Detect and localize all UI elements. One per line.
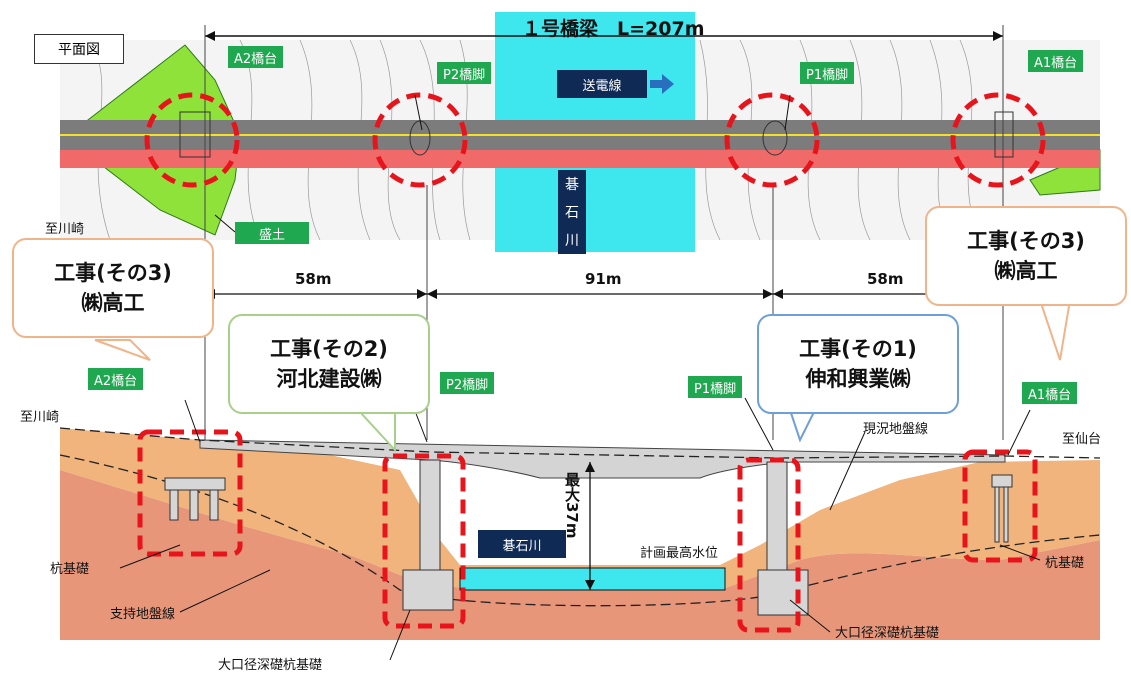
height-arrow-top — [585, 462, 595, 472]
callout-left-line1: 工事(その3) — [54, 261, 172, 285]
plan-p2-label: P2橋脚 — [437, 62, 492, 84]
section-p2-label: P2橋脚 — [440, 372, 495, 394]
plan-p1-label: P1橋脚 — [800, 62, 855, 84]
plan-view-label: 平面図 — [34, 34, 124, 64]
leader-lines — [119, 94, 1041, 661]
plan-a1-label: A1橋台 — [1028, 50, 1084, 72]
height-arrow-bot — [585, 580, 595, 590]
plan-to-kawasaki: 至川崎 — [45, 222, 85, 237]
callout-left-line2: ㈱高工 — [81, 291, 145, 315]
caisson-right-label: 大口径深礎杭基礎 — [835, 626, 940, 641]
callout-mid-line2: 河北建設㈱ — [276, 367, 382, 391]
hwl-label: 計画最高水位 — [640, 546, 719, 561]
road-shoulder-red — [60, 150, 1100, 168]
embankment-label: 盛土 — [235, 222, 309, 244]
callout-right-mid-line2: 伸和興業㈱ — [805, 367, 911, 391]
callout-right-line1: 工事(その3) — [967, 229, 1085, 253]
callout-right-mid: 工事(その1) 伸和興業㈱ — [757, 314, 959, 414]
callout-left: 工事(その3) ㈱高工 — [12, 238, 214, 338]
callout-pointer-right — [1038, 299, 1072, 361]
soil-lower — [60, 470, 1100, 640]
callout-pointer-left — [94, 339, 151, 361]
pile-right-label: 杭基礎 — [1045, 556, 1085, 571]
span-left: 58m — [295, 270, 332, 288]
pile-left-label: 杭基礎 — [50, 562, 90, 577]
river-char-2: 石 — [565, 205, 579, 221]
max-height-label: 最大37m — [563, 472, 581, 539]
section-highlight-boxes — [137, 429, 1038, 633]
pier-symbols — [179, 111, 1014, 158]
callout-right-mid-line1: 工事(その1) — [799, 337, 917, 361]
powerline-label: 送電線 — [557, 70, 647, 98]
ground-line-label: 現況地盤線 — [863, 422, 929, 437]
section-a1-label: A1橋台 — [1022, 382, 1078, 404]
section-structures — [164, 459, 1013, 616]
callout-mid: 工事(その2) 河北建設㈱ — [228, 314, 430, 414]
river-char-1: 碁 — [565, 177, 579, 193]
bearing-layer-line — [59, 454, 1101, 607]
callout-right-line2: ㈱高工 — [994, 259, 1058, 283]
caisson-left-label: 大口径深礎杭基礎 — [218, 658, 323, 673]
section-p1-label: P1橋脚 — [688, 376, 743, 398]
span-center: 91m — [585, 270, 622, 288]
callout-pointer-rmid — [788, 409, 817, 443]
bearing-line-label: 支持地盤線 — [110, 607, 176, 622]
river-plan-label: 碁 石 川 — [558, 170, 586, 254]
section-a2-label: A2橋台 — [88, 368, 144, 390]
span-right: 58m — [867, 270, 904, 288]
section-to-kawasaki: 至川崎 — [20, 410, 60, 425]
bridge-girder — [199, 439, 1006, 479]
soil-upper — [60, 428, 1100, 590]
callout-right: 工事(その3) ㈱高工 — [925, 206, 1127, 306]
callout-mid-line1: 工事(その2) — [270, 337, 388, 361]
section-to-sendai: 至仙台 — [1062, 432, 1102, 447]
river-char-3: 川 — [565, 233, 579, 249]
bridge-title: １号橋梁 L=207m — [522, 18, 705, 40]
arrow-l — [205, 31, 215, 41]
plan-a2-label: A2橋台 — [228, 46, 284, 68]
arrow-r — [993, 31, 1003, 41]
powerline-arrow — [650, 74, 674, 94]
existing-ground-line — [59, 427, 1101, 459]
river-section-label: 碁石川 — [478, 530, 566, 558]
river-section — [459, 567, 726, 591]
plan-highlight-circles — [144, 92, 1046, 188]
